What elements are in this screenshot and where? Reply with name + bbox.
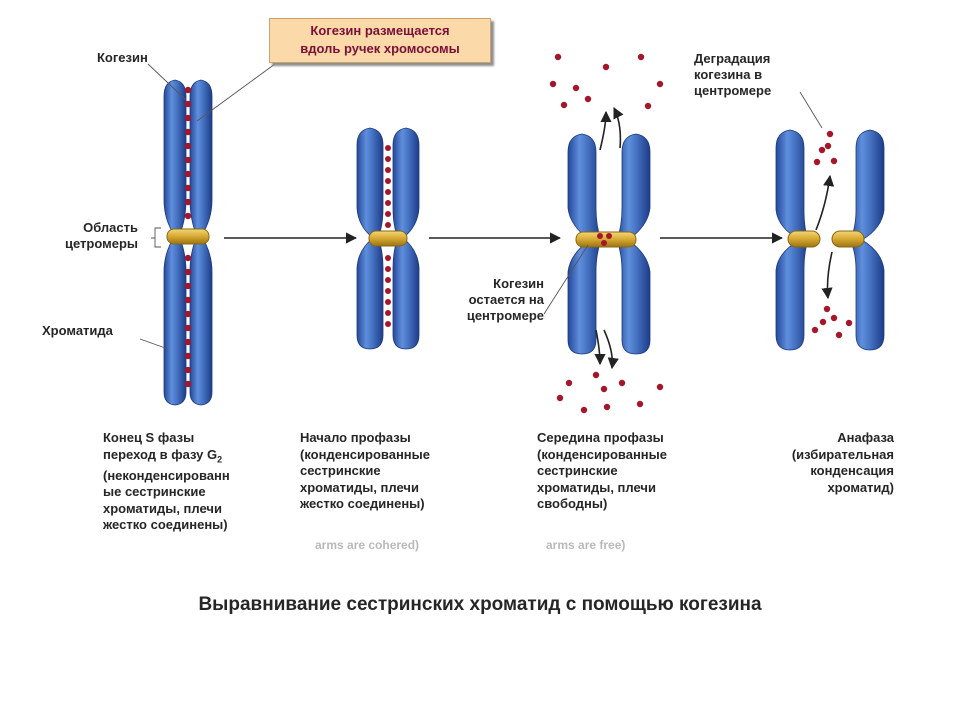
- degraded-cohesin-dot: [656, 80, 664, 88]
- degraded-cohesin-dot: [560, 101, 568, 109]
- cohesin-dot: [385, 200, 391, 206]
- degraded-cohesin-dot: [656, 383, 664, 391]
- degraded-cohesin-dot: [636, 400, 644, 408]
- cohesin-dot: [385, 189, 391, 195]
- cohesin-dot: [385, 288, 391, 294]
- cohesin-dot: [184, 212, 192, 220]
- degraded-cohesin-dot: [572, 84, 580, 92]
- degraded-cohesin-dot: [811, 326, 819, 334]
- degraded-cohesin-dot: [580, 406, 588, 414]
- caption-stage-2: Начало профазы (конденсированные сестрин…: [300, 430, 430, 511]
- cohesin-dot: [184, 142, 192, 150]
- cohesin-dot: [184, 100, 192, 108]
- label-cohesin-remains: Когезин остается на центромере: [466, 276, 544, 323]
- cohesin-callout: Когезин размещается вдоль ручек хромосом…: [269, 18, 491, 63]
- cohesin-dot: [385, 178, 391, 184]
- cohesin-dot: [184, 86, 192, 94]
- degraded-cohesin-dot: [554, 53, 562, 61]
- ghost-text-1: arms are cohered): [315, 538, 420, 552]
- caption-stage-1: Конец S фазы переход в фазу G2 (неконден…: [103, 430, 230, 533]
- cohesin-dot: [184, 184, 192, 192]
- cohesin-dot: [184, 380, 192, 388]
- degraded-cohesin-dot: [835, 331, 843, 339]
- degraded-cohesin-dot: [826, 130, 834, 138]
- cohesin-dot: [385, 299, 391, 305]
- chromosome-stage-2: [356, 127, 420, 350]
- release-arrows: [594, 106, 835, 370]
- chromosome-stage-3: [567, 133, 651, 355]
- label-cohesin-degradation: Деградация когезина в центромере: [694, 51, 772, 98]
- cohesin-dot: [184, 170, 192, 178]
- degraded-cohesin-dot: [600, 385, 608, 393]
- cohesin-dot: [385, 266, 391, 272]
- label-cohesin: Когезин: [97, 50, 148, 65]
- cohesin-dot: [184, 324, 192, 332]
- degraded-cohesin-dot: [644, 102, 652, 110]
- degraded-cohesin-dot: [603, 403, 611, 411]
- cohesin-dot: [385, 321, 391, 327]
- cohesin-dots-stage-2: [385, 145, 391, 327]
- cohesin-dot: [184, 268, 192, 276]
- cohesin-dot: [385, 156, 391, 162]
- caption-stage-4: Анафаза (избирательная конденсация хрома…: [791, 430, 894, 495]
- degraded-cohesin-dot: [618, 379, 626, 387]
- degraded-cohesin-dot: [819, 318, 827, 326]
- degraded-cohesin-dot: [818, 146, 826, 154]
- cohesin-dot: [184, 352, 192, 360]
- degraded-cohesin-dot: [845, 319, 853, 327]
- degraded-cohesin-dot: [556, 394, 564, 402]
- degraded-cohesin-dot: [592, 371, 600, 379]
- chromosome-stage-1: [163, 79, 213, 406]
- cohesin-dot: [184, 114, 192, 122]
- cohesin-dot: [385, 167, 391, 173]
- cohesin-dot: [385, 211, 391, 217]
- degraded-cohesin-dot: [823, 305, 831, 313]
- degraded-cohesin-dot: [602, 63, 610, 71]
- degraded-cohesin-dot: [813, 158, 821, 166]
- cohesin-dot: [184, 296, 192, 304]
- label-chromatid: Хроматида: [42, 323, 113, 338]
- degraded-cohesin-dot: [565, 379, 573, 387]
- leader-lines: [139, 63, 823, 350]
- cohesin-dot: [184, 156, 192, 164]
- cohesin-dot: [184, 366, 192, 374]
- degraded-cohesin-dot: [824, 142, 832, 150]
- cohesin-dot: [385, 255, 391, 261]
- cohesin-dot: [385, 277, 391, 283]
- cohesin-dots-stage-1: [184, 86, 192, 388]
- cohesin-dot: [184, 198, 192, 206]
- caption-stage-3: Середина профазы (конденсированные сестр…: [537, 430, 667, 511]
- chromosome-stage-4: [775, 129, 885, 351]
- ghost-text-2: arms are free): [546, 538, 626, 552]
- slide-title: Выравнивание сестринских хроматид с помо…: [198, 594, 762, 615]
- cohesin-dot: [184, 128, 192, 136]
- cohesin-dot: [385, 222, 391, 228]
- label-centromere-region: Область цетромеры: [64, 220, 138, 251]
- cohesin-dot: [184, 338, 192, 346]
- degraded-cohesin-dot: [637, 53, 645, 61]
- degraded-cohesin-dots: [549, 53, 853, 414]
- cohesin-dot: [385, 145, 391, 151]
- cohesin-dot: [184, 310, 192, 318]
- degraded-cohesin-dot: [830, 157, 838, 165]
- cohesin-dot: [184, 254, 192, 262]
- degraded-cohesin-dot: [830, 314, 838, 322]
- degraded-cohesin-dot: [584, 95, 592, 103]
- cohesin-dot: [385, 310, 391, 316]
- degraded-cohesin-dot: [549, 80, 557, 88]
- cohesin-dot: [184, 282, 192, 290]
